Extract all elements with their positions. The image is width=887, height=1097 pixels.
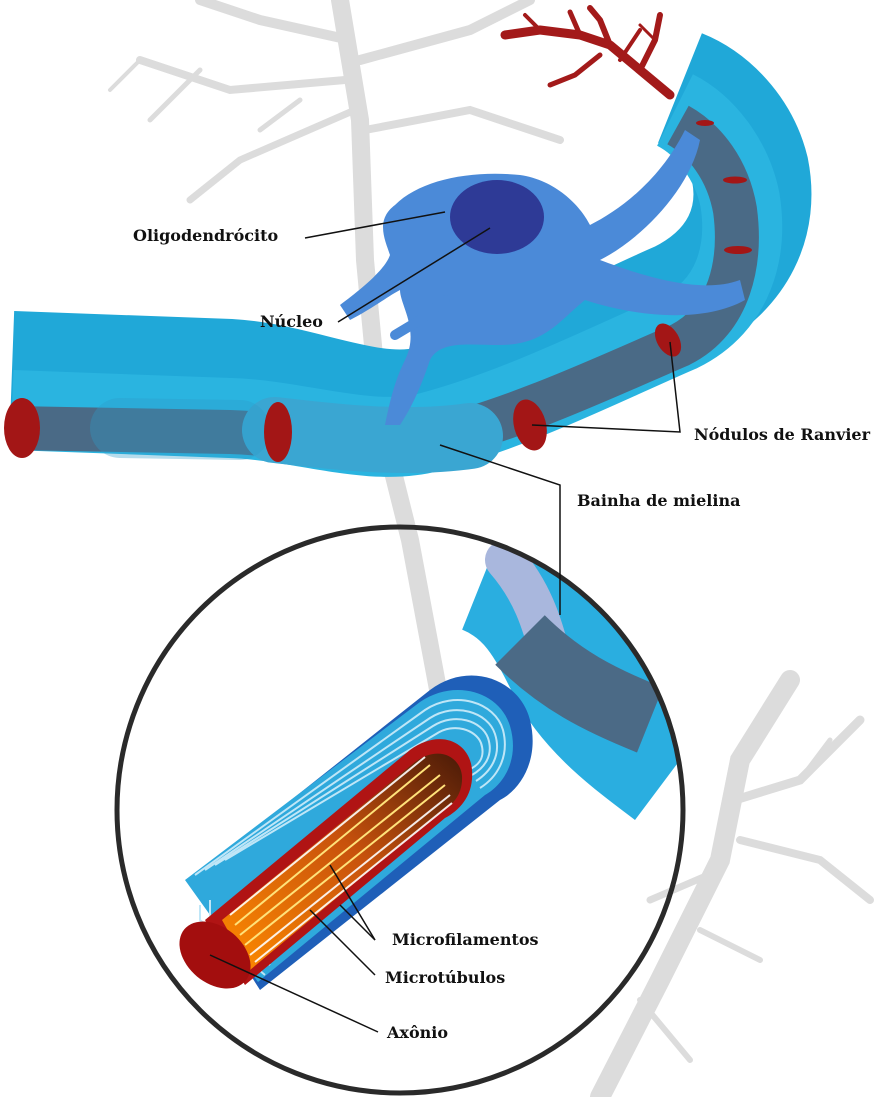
label-myelin-sheath: Bainha de mielina xyxy=(577,493,740,509)
label-axon: Axônio xyxy=(387,1025,448,1041)
label-microtubules: Microtúbulos xyxy=(385,970,505,986)
leader-axon xyxy=(210,955,378,1032)
dendrite-tree xyxy=(505,8,670,95)
nucleus-shape xyxy=(450,180,544,254)
label-nodes-of-ranvier: Nódulos de Ranvier xyxy=(694,427,870,443)
label-nucleus: Núcleo xyxy=(260,314,323,330)
label-microfilaments: Microfilamentos xyxy=(392,932,539,948)
label-oligodendrocyte: Oligodendrócito xyxy=(133,228,278,244)
